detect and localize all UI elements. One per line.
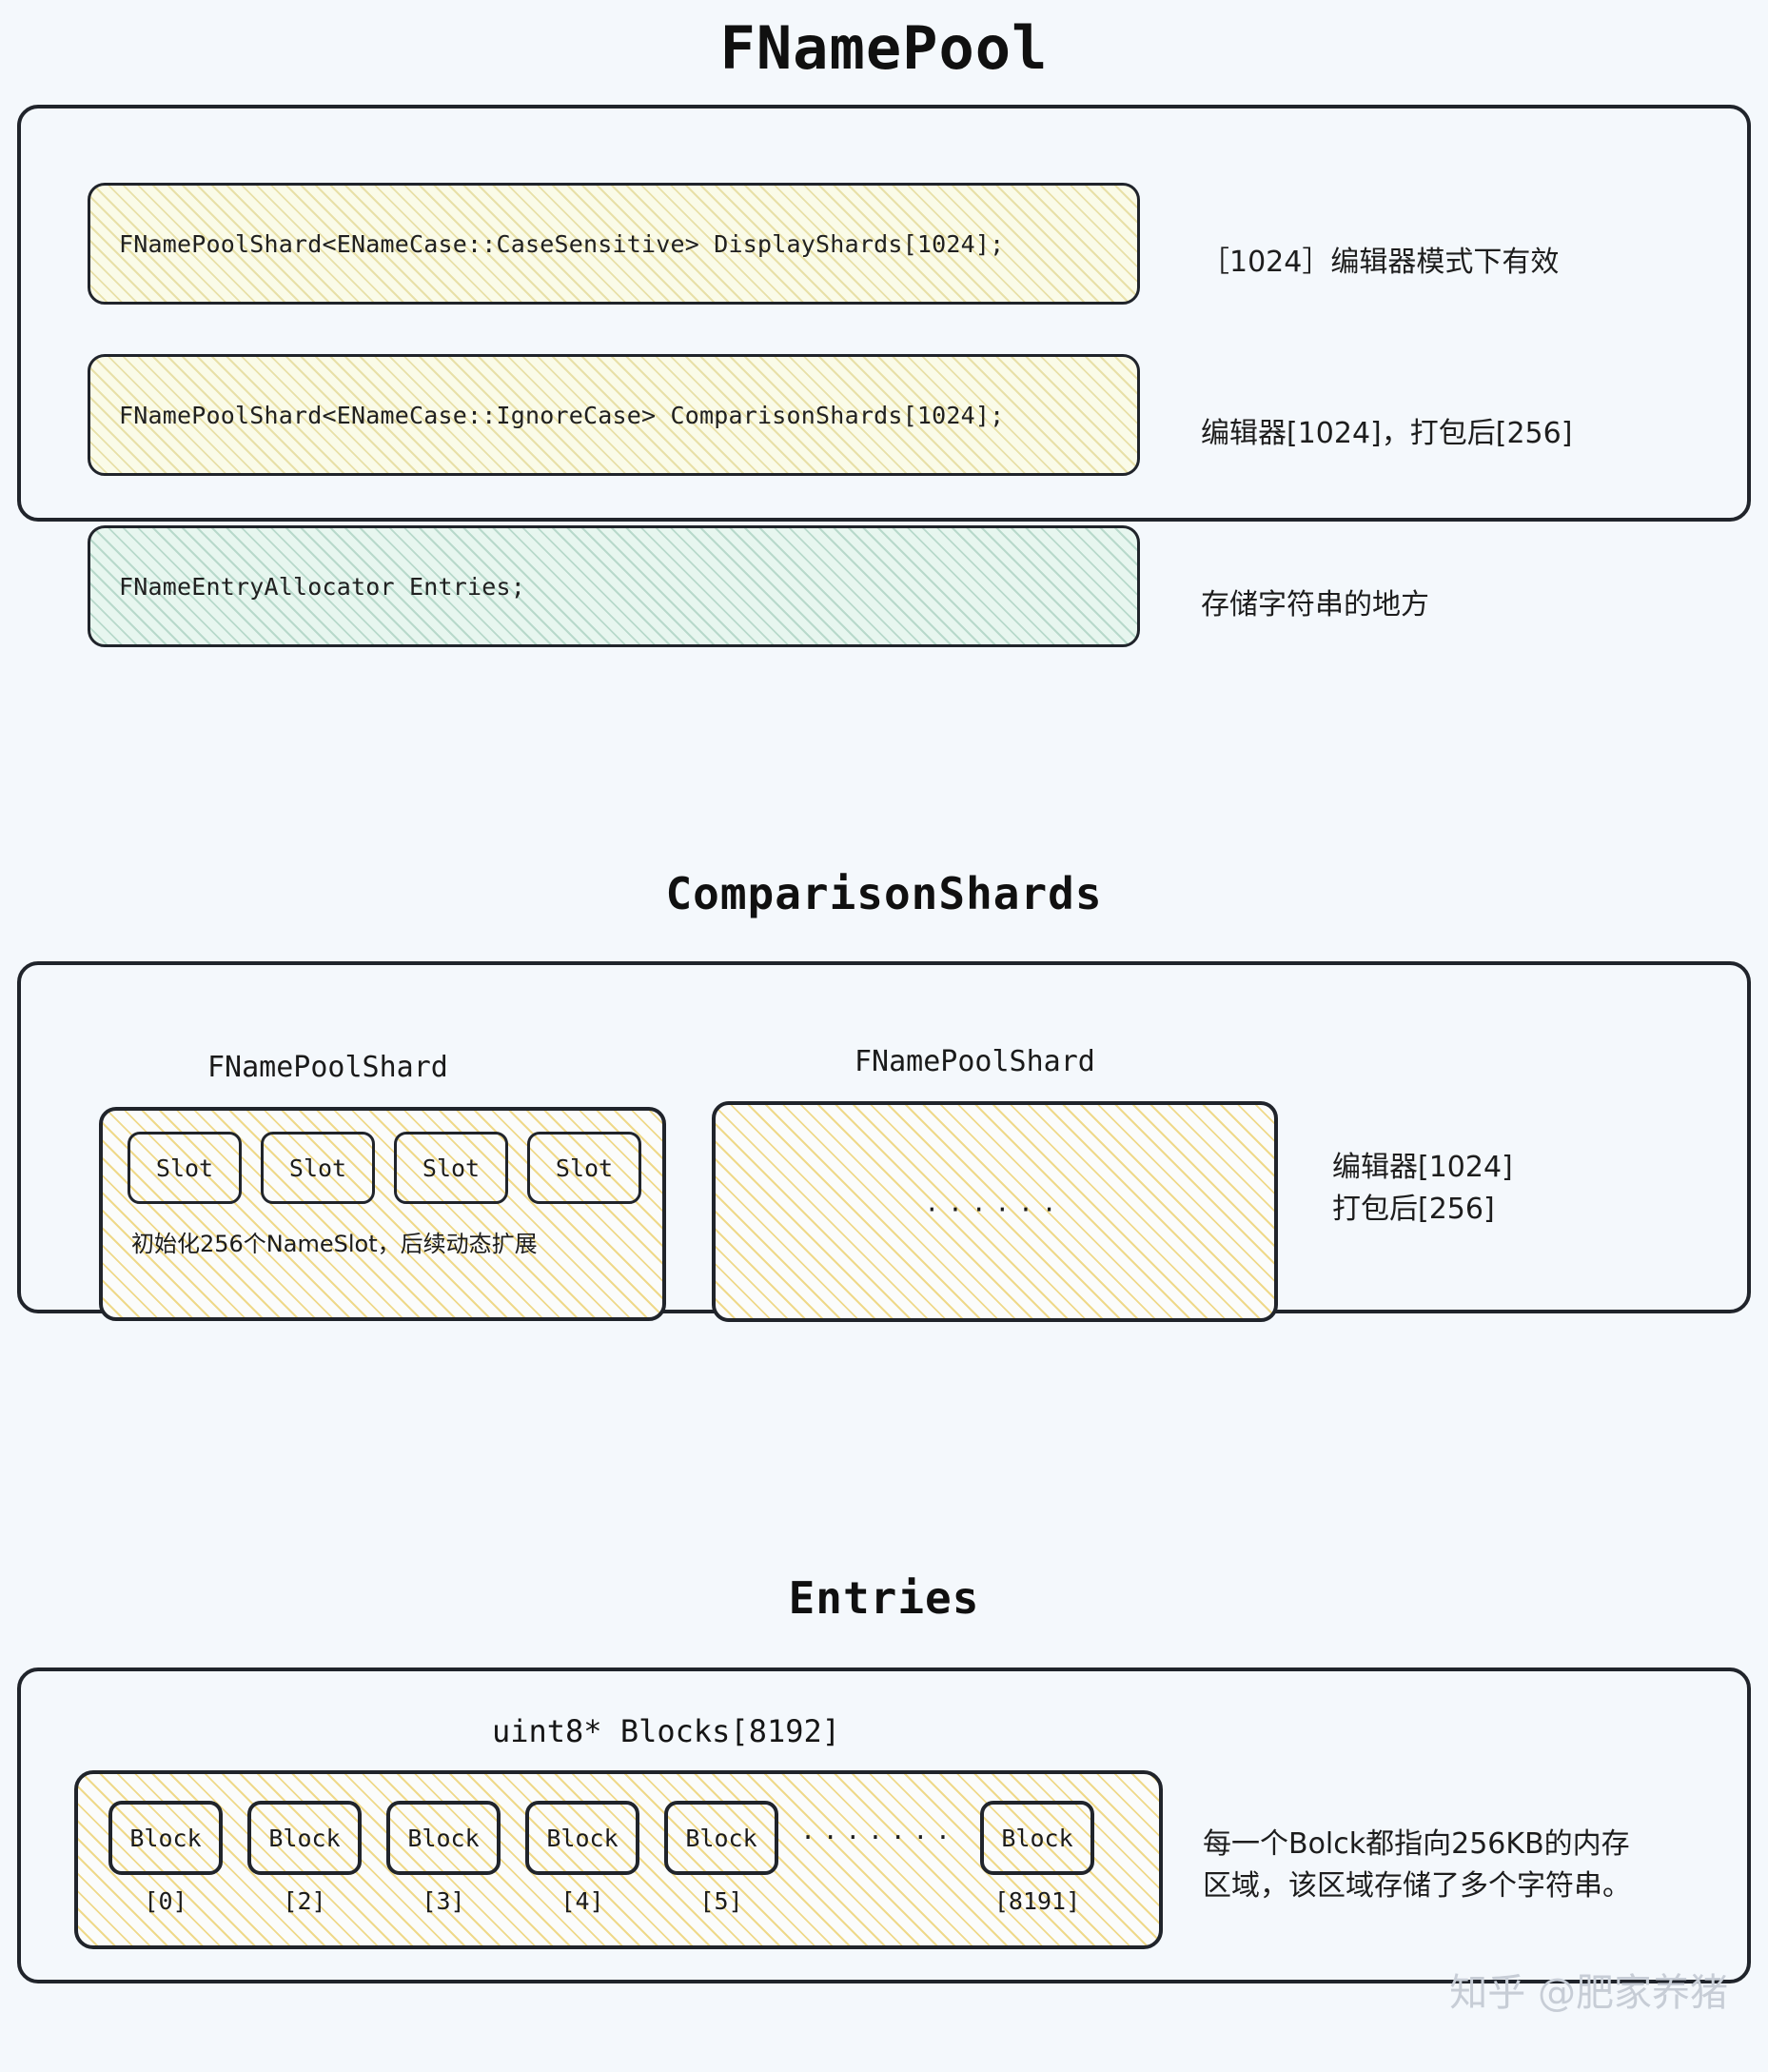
block-cell: Block [5] [664,1801,778,1915]
side-note-line-1: 编辑器[1024] [1332,1151,1513,1184]
block-index: [0] [144,1887,187,1915]
slot-box: Slot [128,1132,242,1204]
block-index: [5] [699,1887,743,1915]
block-box: Block [108,1801,223,1875]
block-row: Block [0] Block [2] Block [3] Block [4] … [108,1801,1094,1915]
side-note-line-2: 打包后[256] [1332,1192,1495,1226]
block-index: [2] [283,1887,326,1915]
shard-box-second: ······ [712,1101,1278,1322]
watermark: 知乎 @肥家养猪 [1449,1971,1728,2015]
block-cell: Block [2] [247,1801,362,1915]
slot-box: Slot [394,1132,508,1204]
shard-box-first: Slot Slot Slot Slot 初始化256个NameSlot，后续动态… [99,1107,666,1321]
member-box-entries-allocator: FNameEntryAllocator Entries; [88,525,1140,647]
blocks-array-box: Block [0] Block [2] Block [3] Block [4] … [74,1770,1163,1949]
block-index: [3] [422,1887,465,1915]
slot-box: Slot [261,1132,375,1204]
block-cell: Block [4] [525,1801,639,1915]
page-title-fnamepool: FNamePool [719,13,1049,83]
block-cell: Block [8191] [980,1801,1094,1915]
page-title-comparison-shards: ComparisonShards [665,868,1103,919]
member-code-entries-allocator: FNameEntryAllocator Entries; [119,572,526,601]
comparison-shards-side-note: 编辑器[1024] 打包后[256] [1332,1147,1513,1230]
block-cell: Block [0] [108,1801,223,1915]
block-box: Block [247,1801,362,1875]
block-cell: Block [3] [386,1801,501,1915]
block-box: Block [525,1801,639,1875]
entries-note-line-2: 区域，该区域存储了多个字符串。 [1203,1868,1631,1903]
entries-side-note: 每一个Bolck都指向256KB的内存 区域，该区域存储了多个字符串。 [1203,1824,1631,1906]
ellipsis-icon: ······· [800,1824,958,1852]
entries-note-line-1: 每一个Bolck都指向256KB的内存 [1203,1827,1630,1861]
block-box: Block [386,1801,501,1875]
member-code-comparison-shards: FNamePoolShard<ENameCase::IgnoreCase> Co… [119,401,1005,429]
member-code-display-shards: FNamePoolShard<ENameCase::CaseSensitive>… [119,229,1005,258]
ellipsis-icon: ······ [924,1195,1066,1225]
block-box: Block [980,1801,1094,1875]
member-note-display-shards: ［1024］编辑器模式下有效 [1201,246,1560,279]
slot-box: Slot [527,1132,641,1204]
shard-label-second: FNamePoolShard [855,1045,1095,1078]
blocks-array-title: uint8* Blocks[8192] [491,1713,841,1749]
member-box-comparison-shards: FNamePoolShard<ENameCase::IgnoreCase> Co… [88,354,1140,476]
shard-label-first: FNamePoolShard [207,1051,448,1084]
block-index: [8191] [993,1887,1081,1915]
member-box-display-shards: FNamePoolShard<ENameCase::CaseSensitive>… [88,183,1140,305]
member-note-entries-allocator: 存储字符串的地方 [1201,588,1429,622]
member-note-comparison-shards: 编辑器[1024]，打包后[256] [1201,417,1573,450]
block-box: Block [664,1801,778,1875]
shard-caption-first: 初始化256个NameSlot，后续动态扩展 [131,1231,538,1257]
page-title-entries: Entries [788,1572,980,1624]
block-index: [4] [560,1887,604,1915]
slot-row: Slot Slot Slot Slot [128,1132,641,1204]
